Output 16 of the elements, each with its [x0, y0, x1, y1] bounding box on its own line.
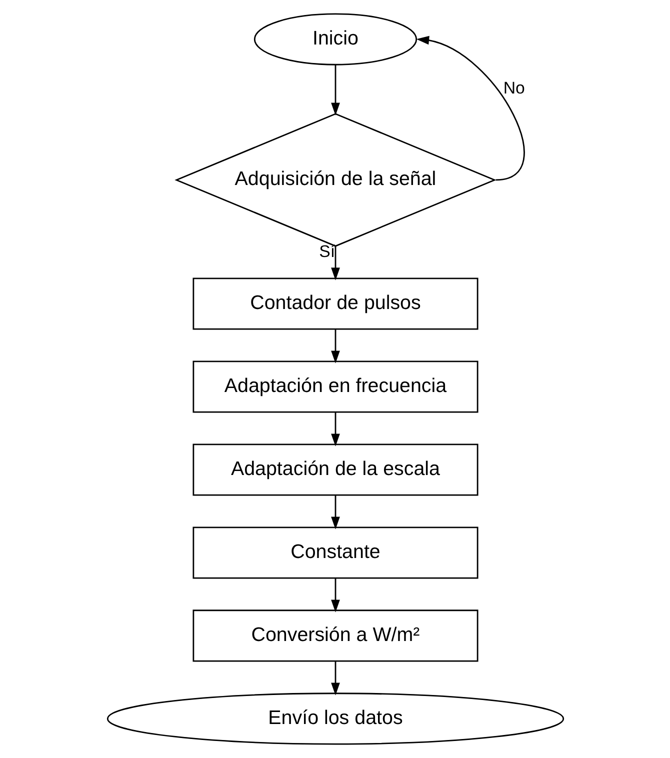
node-ellipse: Envío los datos [106, 692, 564, 745]
node-box: Conversión a W/m² [192, 610, 478, 662]
arrow [416, 36, 524, 181]
edge-label: No [502, 78, 524, 98]
arrow [330, 495, 340, 530]
node-box: Contador de pulsos [192, 278, 478, 330]
arrow [330, 661, 340, 696]
node-box: Adaptación en frecuencia [192, 360, 478, 413]
node-box: Adaptación de la escala [192, 444, 478, 496]
node-box: Constante [192, 526, 478, 579]
arrow [330, 64, 340, 116]
node-ellipse: Inicio [253, 13, 417, 66]
arrow [330, 578, 340, 612]
arrow [330, 329, 340, 364]
arrow [330, 246, 340, 280]
arrow [330, 412, 340, 446]
